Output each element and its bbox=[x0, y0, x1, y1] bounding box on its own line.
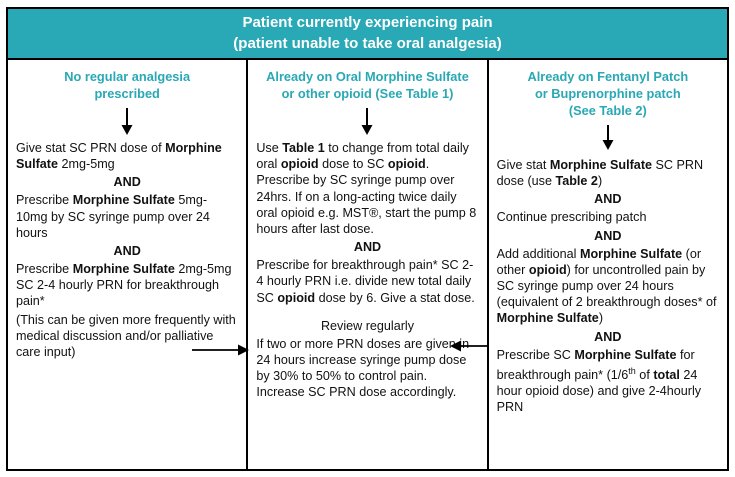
review-regularly-label: Review regularly bbox=[320, 318, 415, 333]
flowchart-title-line2: (patient unable to take oral analgesia) bbox=[233, 35, 502, 52]
and-connector: AND bbox=[113, 244, 141, 259]
and-connector: AND bbox=[353, 240, 382, 255]
paragraph: Continue prescribing patch bbox=[496, 210, 647, 225]
flowchart-title: Patient currently experiencing pain (pat… bbox=[8, 9, 727, 60]
paragraph: Give stat Morphine Sulfate SC PRN dose (… bbox=[496, 158, 704, 189]
and-connector: AND bbox=[594, 228, 622, 243]
arrow-from-left-column-icon bbox=[192, 344, 249, 356]
column-body: Give stat SC PRN dose of Morphine Sulfat… bbox=[16, 140, 238, 360]
arrow-from-right-column-icon bbox=[450, 340, 488, 352]
down-arrow-icon bbox=[256, 108, 478, 136]
paragraph: Prescribe SC Morphine Sulfate for breakt… bbox=[496, 347, 702, 415]
paragraph: Use Table 1 to change from total daily o… bbox=[256, 141, 477, 237]
and-connector: AND bbox=[594, 329, 622, 344]
flowchart-title-line1: Patient currently experiencing pain bbox=[242, 14, 493, 31]
pain-management-flowchart: Patient currently experiencing pain (pat… bbox=[6, 7, 729, 471]
paragraph: Prescribe Morphine Sulfate 5mg-10mg by S… bbox=[16, 193, 210, 240]
paragraph: Give stat SC PRN dose of Morphine Sulfat… bbox=[16, 141, 222, 172]
paragraph: Add additional Morphine Sulfate (or othe… bbox=[496, 246, 717, 326]
paragraph: Prescribe for breakthrough pain* SC 2-4 … bbox=[256, 258, 475, 305]
paragraph: Prescribe Morphine Sulfate 2mg-5mg SC 2-… bbox=[16, 262, 232, 309]
and-connector: AND bbox=[113, 175, 141, 190]
and-connector: AND bbox=[594, 192, 622, 207]
down-arrow-icon bbox=[16, 108, 238, 136]
column-body: Give stat Morphine Sulfate SC PRN dose (… bbox=[497, 157, 719, 416]
paragraph: (This can be given more frequently with … bbox=[16, 312, 236, 360]
paragraph: If two or more PRN doses are given in 24… bbox=[256, 336, 470, 400]
column-body: Use Table 1 to change from total daily o… bbox=[256, 140, 478, 401]
down-arrow-icon bbox=[497, 125, 719, 153]
